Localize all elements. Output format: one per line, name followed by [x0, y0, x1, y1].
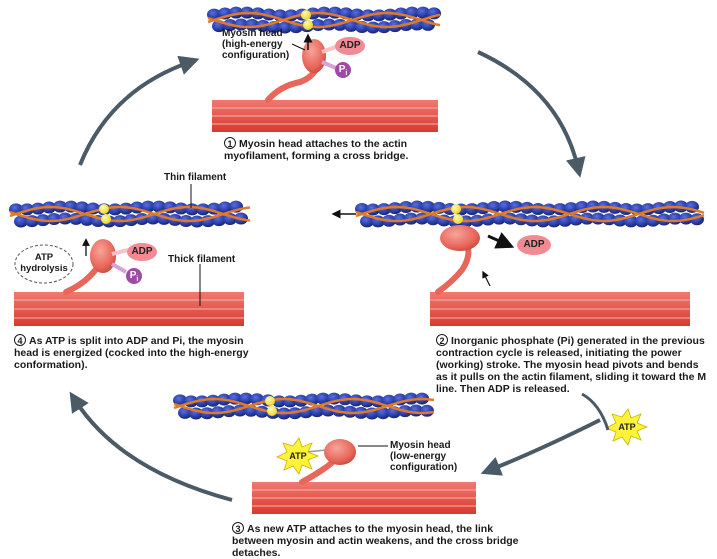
thin-filament-step-3: [173, 392, 435, 420]
atp-hydrolysis-bubble: [14, 244, 74, 284]
thin-filament-step-4: [9, 200, 251, 228]
cycle-arrow-3-to-4: [69, 391, 233, 502]
cycle-arrow-4-to-1: [78, 55, 200, 166]
thin-filament-label: Thin filament: [164, 172, 227, 183]
atp-molecule-incoming: [581, 392, 649, 446]
thick-filament-step-4: [14, 292, 244, 326]
pi-molecule-step-4: [111, 262, 142, 284]
pi-molecule-step-1: [321, 60, 351, 78]
adp-molecule-step-4: [111, 243, 157, 261]
troponin-complex: [99, 204, 109, 214]
myosin-head-low-label: Myosin head (low-energy configuration): [390, 440, 458, 473]
adp-text-step-4: ADP: [131, 246, 153, 257]
actin-bead: [602, 213, 616, 226]
cycle-arrow-2-to-3: [480, 418, 601, 476]
actin-bead: [416, 6, 430, 19]
actin-bead: [498, 200, 512, 213]
troponin-complex: [101, 214, 111, 224]
actin-bead: [383, 8, 397, 21]
tropomyosin-strand: [9, 205, 251, 223]
tropomyosin-strand: [355, 205, 705, 223]
actin-bead: [420, 404, 434, 417]
actin-bead: [206, 394, 220, 407]
thin-filament-step-1: [207, 6, 441, 34]
atp-text-step-3: ATP: [289, 451, 307, 461]
cycle-arrow-1-to-2: [477, 50, 586, 178]
actin-bead: [152, 200, 166, 213]
myosin-head-step-3: [299, 439, 356, 485]
troponin-complex: [451, 204, 461, 214]
actin-bead: [141, 200, 155, 213]
troponin-complex: [301, 10, 311, 20]
actin-bead: [119, 202, 133, 215]
troponin-complex: [303, 20, 313, 30]
myosin-head-high-label: Myosin head (high-energy configuration): [222, 28, 290, 61]
atp-text-incoming: ATP: [618, 422, 636, 432]
actin-bead: [421, 200, 435, 213]
actin-bead: [14, 215, 28, 228]
adp-molecule-step-2: [517, 235, 551, 255]
atp-hydrolysis-label: ATP hydrolysis: [20, 252, 68, 274]
actin-bead: [239, 392, 253, 405]
tropomyosin-strand: [9, 205, 251, 223]
tropomyosin-strand: [207, 11, 441, 29]
pi-text-step-1: Pi: [338, 64, 348, 77]
tropomyosin-strand: [173, 397, 435, 415]
actin-bead: [173, 394, 187, 407]
actin-bead: [316, 392, 330, 405]
actin-bead: [218, 201, 232, 214]
actin-bead: [75, 201, 89, 214]
actin-bead: [376, 407, 390, 420]
thick-filament-label: Thick filament: [168, 254, 236, 265]
thick-filament-step-1: [212, 100, 438, 132]
pi-text-step-4: Pi: [129, 270, 139, 283]
myosin-head-step-2: [331, 209, 515, 295]
thick-filament-step-2: [430, 292, 690, 326]
troponin-complex: [267, 406, 277, 416]
tropomyosin-strand: [173, 397, 435, 415]
actin-bead: [360, 215, 374, 228]
thin-filament-step-2: [355, 200, 705, 228]
actin-bead: [349, 394, 363, 407]
tropomyosin-strand: [355, 205, 705, 223]
actin-bead: [393, 213, 407, 226]
adp-molecule-step-1: [321, 37, 365, 55]
actin-bead: [278, 21, 292, 34]
adp-text-step-1: ADP: [339, 40, 361, 51]
myosin-head-high-leader: [291, 43, 306, 51]
atp-molecule-step-3: [276, 437, 320, 475]
cycle-arrows: [69, 50, 601, 502]
myosin-head-step-4: [63, 238, 116, 295]
thick-filament-step-3: [252, 482, 476, 514]
troponin-complex: [453, 214, 463, 224]
actin-bead: [635, 215, 649, 228]
actin-bead: [344, 19, 358, 32]
adp-text-step-2: ADP: [523, 239, 545, 250]
troponin-complex: [265, 396, 275, 406]
myosin-head-step-1: [265, 33, 326, 103]
tropomyosin-strand: [207, 11, 441, 29]
